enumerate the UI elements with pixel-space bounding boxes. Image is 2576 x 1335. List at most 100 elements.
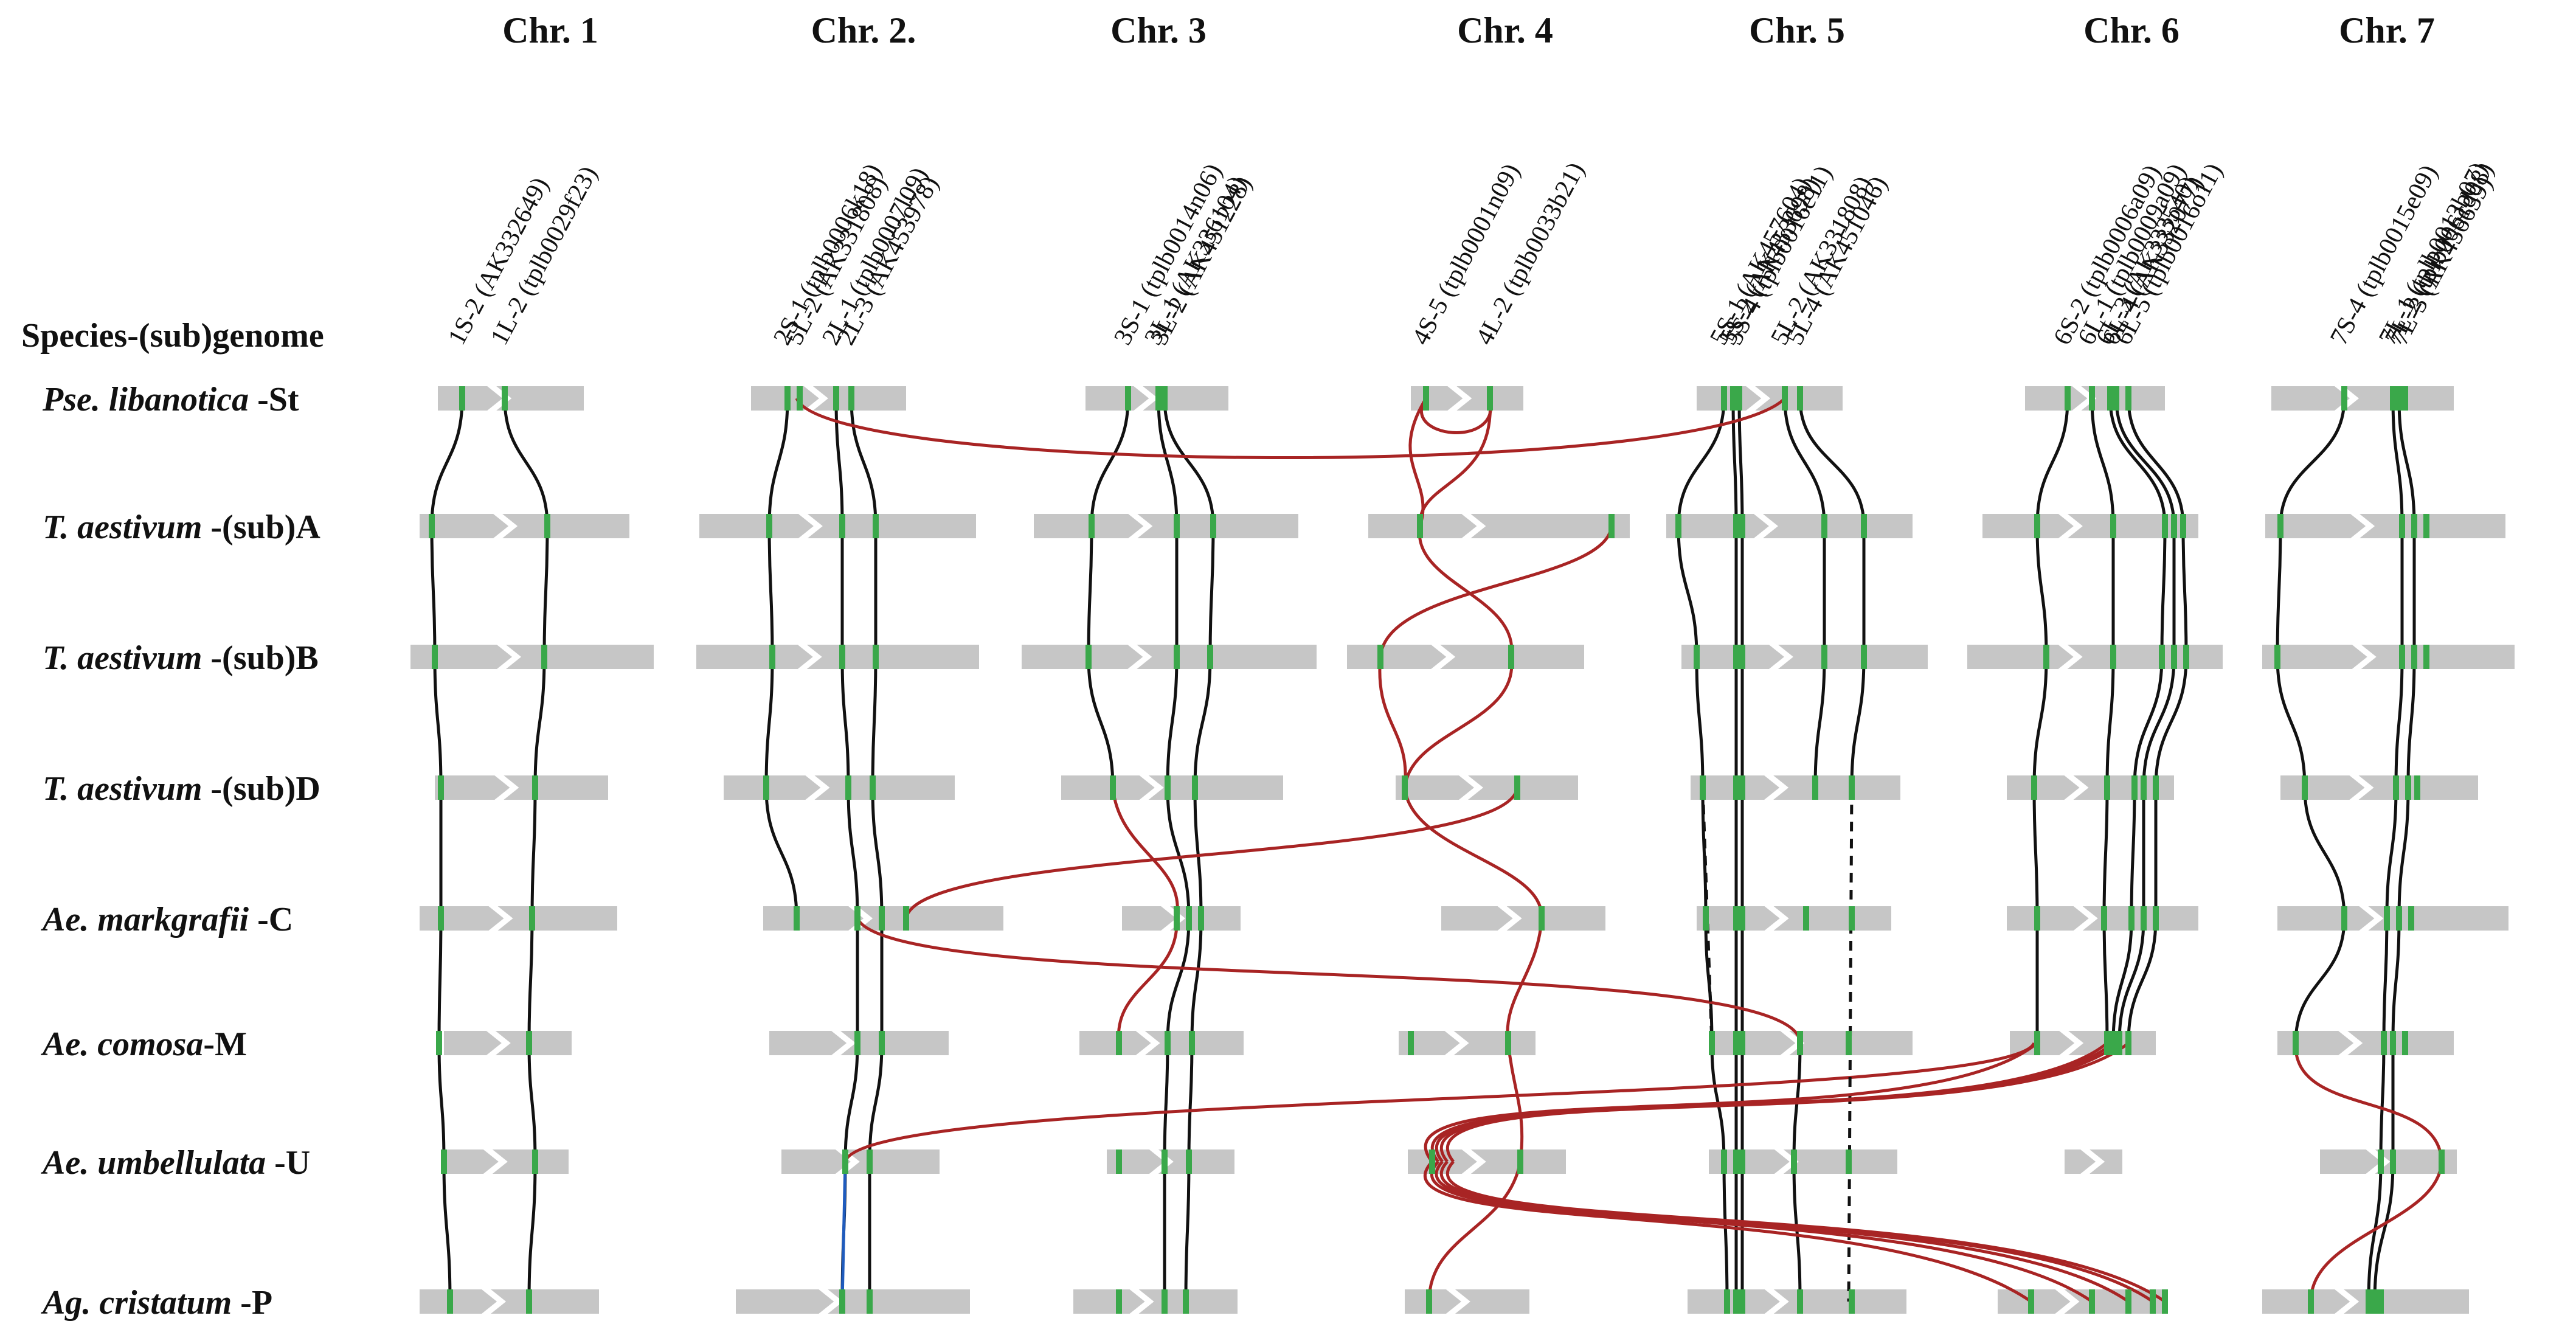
gene-marker	[2125, 1289, 2131, 1314]
gene-marker	[2402, 1031, 2408, 1055]
gene-marker	[429, 514, 435, 538]
chromosome-bar	[1408, 1149, 1566, 1174]
species-name: T. aestivum	[43, 770, 202, 808]
gene-marker	[1165, 1031, 1171, 1055]
gene-marker	[1849, 906, 1855, 931]
synteny-links	[430, 397, 2443, 1303]
gene-marker	[541, 645, 547, 669]
synteny-link	[1783, 398, 1826, 788]
gene-marker	[1089, 514, 1095, 538]
chromosome-bar	[1122, 906, 1241, 931]
gene-marker	[842, 1149, 848, 1174]
chromosome-bar	[1022, 645, 1317, 669]
gene-marker	[1207, 645, 1213, 669]
gene-marker	[769, 645, 775, 669]
synteny-link	[834, 398, 859, 1302]
chromosome-bar	[1085, 386, 1228, 411]
gene-marker	[2414, 775, 2420, 800]
genome-suffix: -U	[266, 1144, 310, 1182]
gene-marker	[436, 1031, 442, 1055]
gene-marker	[2393, 775, 2399, 800]
chromosome-bar	[1697, 386, 1843, 411]
gene-marker	[2381, 1031, 2387, 1055]
gene-marker	[2028, 1289, 2034, 1314]
synteny-link-red	[1435, 1160, 2130, 1303]
chromosome-bar	[781, 1149, 940, 1174]
gene-marker	[1174, 645, 1180, 669]
gene-marker	[1417, 514, 1423, 538]
gene-marker	[2341, 906, 2347, 931]
chromosome-bar	[1061, 775, 1283, 800]
gene-marker	[2366, 1289, 2372, 1314]
species-label: Ae. comosa-M	[41, 1025, 247, 1063]
gene-marker	[854, 906, 860, 931]
gene-marker	[2162, 514, 2168, 538]
gene-marker	[432, 645, 438, 669]
synteny-link	[1731, 398, 1738, 1302]
gene-marker	[2411, 514, 2417, 538]
gene-marker	[1739, 1031, 1745, 1055]
chromosome-bar	[2010, 1031, 2156, 1055]
gene-marker	[784, 386, 791, 411]
gene-marker	[1739, 514, 1745, 538]
gene-marker	[1700, 775, 1706, 800]
synteny-link-red	[1379, 525, 1613, 657]
gene-marker	[1849, 1289, 1855, 1314]
chromosome-bar	[1411, 386, 1523, 411]
genome-suffix: -M	[203, 1025, 247, 1063]
gene-marker	[1165, 775, 1171, 800]
chromosome-bar	[1405, 1289, 1529, 1314]
gene-marker	[1782, 386, 1788, 411]
chromosome-bar	[1073, 1289, 1238, 1314]
gene-marker	[2110, 514, 2116, 538]
gene-marker	[854, 1031, 860, 1055]
chromosome-bar	[2277, 1031, 2454, 1055]
gene-marker	[1721, 386, 1727, 411]
chromosome-bar	[2320, 1149, 2457, 1174]
synteny-link-red	[1403, 787, 1543, 919]
species-name: Ae. comosa	[41, 1025, 203, 1063]
gene-marker	[1183, 1289, 1189, 1314]
synteny-link	[1737, 398, 1744, 1302]
chromosome-bar	[2277, 906, 2508, 931]
chr-title-c3: Chr. 3	[1110, 10, 1207, 50]
synteny-link	[1087, 398, 1130, 788]
gene-marker	[502, 386, 508, 411]
gene-marker	[879, 906, 885, 931]
gene-marker	[1797, 386, 1803, 411]
gene-marker	[1189, 1031, 1195, 1055]
gene-marker	[2107, 386, 2113, 411]
synteny-link	[2090, 398, 2115, 1044]
gene-marker	[2384, 906, 2390, 931]
chr-title-c7: Chr. 7	[2339, 10, 2435, 50]
gene-marker	[1821, 514, 1827, 538]
chromosome-bar	[1396, 775, 1578, 800]
gene-marker	[459, 386, 465, 411]
gene-marker	[1198, 906, 1204, 931]
chromosome-bar	[438, 386, 584, 411]
gene-marker	[839, 645, 845, 669]
species-name: T. aestivum	[43, 639, 202, 677]
gene-marker	[1733, 775, 1739, 800]
chromosome-bar	[699, 514, 976, 538]
gene-marker	[1174, 514, 1180, 538]
gene-marker	[2378, 1149, 2384, 1174]
gene-marker	[1505, 1031, 1511, 1055]
chromosome-bar	[1697, 906, 1891, 931]
gene-marker	[1514, 775, 1520, 800]
gene-marker	[2162, 1289, 2168, 1314]
gene-marker	[2423, 645, 2429, 669]
gene-marker	[1508, 645, 1514, 669]
gene-marker	[2125, 1031, 2131, 1055]
gene-marker	[2089, 386, 2095, 411]
synteny-link-red	[1506, 1042, 1524, 1162]
gene-marker	[441, 1149, 447, 1174]
gene-marker	[2405, 775, 2411, 800]
gene-marker	[2128, 906, 2135, 931]
gene-marker	[1733, 1031, 1739, 1055]
gene-marker	[1846, 1149, 1852, 1174]
gene-marker	[1739, 1149, 1745, 1174]
gene-marker	[1724, 1289, 1730, 1314]
gene-marker	[1694, 645, 1700, 669]
species-labels: Pse. libanotica -StT. aestivum -(sub)AT.…	[41, 381, 320, 1322]
